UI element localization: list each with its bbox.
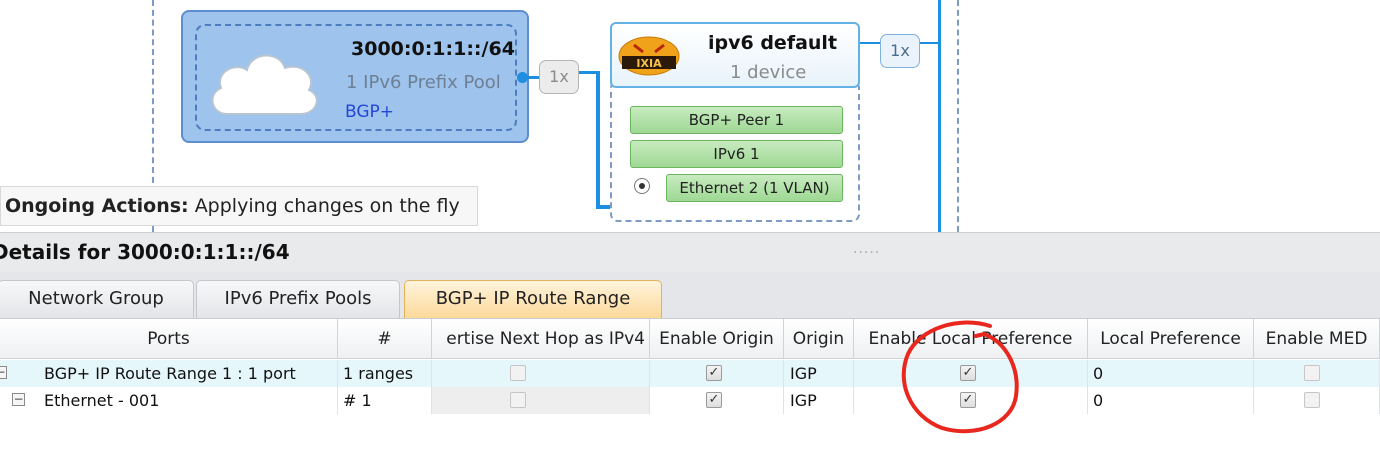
advertise-next-hop-checkbox[interactable]: [510, 365, 526, 381]
topology-canvas: 3000:0:1:1::/64 1 IPv6 Prefix Pool BGP+ …: [0, 0, 959, 232]
route-range-grid: Ports # ertise Next Hop as IPv4 Enable O…: [0, 318, 1380, 415]
device-group-multiplier[interactable]: 1x: [880, 34, 920, 68]
network-group[interactable]: 3000:0:1:1::/64 1 IPv6 Prefix Pool BGP+: [181, 10, 529, 143]
ongoing-actions-label: Ongoing Actions:: [5, 195, 189, 217]
network-group-protocol: BGP+: [345, 102, 395, 122]
enable-origin-checkbox[interactable]: ✓: [706, 392, 722, 408]
ports-value: BGP+ IP Route Range 1 : 1 port: [44, 364, 296, 383]
ongoing-actions-text: Applying changes on the fly: [194, 195, 460, 217]
stack-ipv6[interactable]: IPv6 1: [630, 140, 843, 168]
column-header-count[interactable]: #: [338, 319, 432, 359]
stack-bgp-peer[interactable]: BGP+ Peer 1: [630, 106, 843, 134]
advertise-next-hop-cell: [432, 387, 650, 414]
advertise-next-hop-cell: [432, 360, 650, 387]
connector-wire: [860, 42, 880, 44]
enable-local-preference-cell: ✓: [854, 360, 1088, 387]
column-header-enable-med[interactable]: Enable MED: [1254, 319, 1380, 359]
network-group-frame: [195, 24, 517, 131]
local-preference-cell[interactable]: 0: [1088, 387, 1254, 414]
connector-wire: [920, 42, 940, 44]
enable-local-preference-cell: ✓: [854, 387, 1088, 414]
enable-med-cell: [1254, 360, 1380, 387]
connector-wire: [522, 76, 539, 79]
ports-cell: − BGP+ IP Route Range 1 : 1 port: [0, 360, 338, 387]
column-header-advertise-next-hop-ipv4[interactable]: ertise Next Hop as IPv4: [432, 319, 650, 359]
column-header-ports[interactable]: Ports: [0, 319, 338, 359]
tab-bgp-ip-route-range[interactable]: BGP+ IP Route Range: [404, 280, 662, 318]
splitter-grip[interactable]: .....: [853, 241, 881, 257]
ports-cell: − Ethernet - 001: [0, 387, 338, 414]
network-group-subtitle: 1 IPv6 Prefix Pool: [346, 72, 501, 93]
port-boundary-line: [957, 0, 959, 232]
tab-ipv6-prefix-pools[interactable]: IPv6 Prefix Pools: [196, 280, 400, 318]
column-header-origin[interactable]: Origin: [784, 319, 854, 359]
enable-med-checkbox[interactable]: [1304, 392, 1320, 408]
collapse-icon[interactable]: −: [0, 366, 7, 379]
origin-cell[interactable]: IGP: [784, 360, 854, 387]
column-header-local-preference[interactable]: Local Preference: [1088, 319, 1254, 359]
stack-ethernet[interactable]: Ethernet 2 (1 VLAN): [666, 174, 843, 202]
ports-value: Ethernet - 001: [44, 391, 160, 410]
ongoing-actions-banner: Ongoing Actions: Applying changes on the…: [0, 186, 478, 226]
details-tabs: Network Group IPv6 Prefix Pools BGP+ IP …: [0, 272, 1380, 318]
device-group-title: ipv6 default: [708, 32, 838, 54]
table-row[interactable]: − BGP+ IP Route Range 1 : 1 port 1 range…: [0, 360, 1380, 387]
network-group-title: 3000:0:1:1::/64: [351, 38, 515, 60]
table-row[interactable]: − Ethernet - 001 # 1 ✓ IGP ✓ 0: [0, 387, 1380, 414]
enable-origin-cell: ✓: [650, 387, 784, 414]
tab-network-group[interactable]: Network Group: [0, 280, 194, 318]
origin-cell[interactable]: IGP: [784, 387, 854, 414]
column-header-enable-origin[interactable]: Enable Origin: [650, 319, 784, 359]
enable-origin-checkbox[interactable]: ✓: [706, 365, 722, 381]
enable-local-preference-checkbox[interactable]: ✓: [960, 392, 976, 408]
details-header: Details for 3000:0:1:1::/64 .....: [0, 232, 1380, 272]
ixia-logo-icon: IXIA: [618, 36, 680, 76]
network-group-multiplier[interactable]: 1x: [539, 60, 579, 94]
ethernet-radio-button[interactable]: [634, 178, 650, 194]
connector-wire: [596, 71, 600, 209]
device-group-header[interactable]: IXIA ipv6 default 1 device: [610, 22, 860, 88]
enable-med-checkbox[interactable]: [1304, 365, 1320, 381]
collapse-icon[interactable]: −: [12, 392, 25, 406]
column-header-enable-local-preference[interactable]: Enable Local Preference: [854, 319, 1088, 359]
count-cell: 1 ranges: [338, 360, 432, 387]
local-preference-cell[interactable]: 0: [1088, 360, 1254, 387]
connector-wire: [578, 71, 598, 74]
enable-med-cell: [1254, 387, 1380, 414]
details-title: Details for 3000:0:1:1::/64: [0, 240, 290, 264]
count-cell: # 1: [338, 387, 432, 414]
device-group-subtitle: 1 device: [730, 62, 807, 83]
cloud-icon: [211, 54, 318, 115]
advertise-next-hop-checkbox[interactable]: [510, 392, 526, 408]
port-link-line: [938, 0, 941, 232]
enable-origin-cell: ✓: [650, 360, 784, 387]
port-boundary-line: [152, 0, 154, 232]
ixia-logo-text: IXIA: [636, 57, 662, 70]
enable-local-preference-checkbox[interactable]: ✓: [960, 365, 976, 381]
